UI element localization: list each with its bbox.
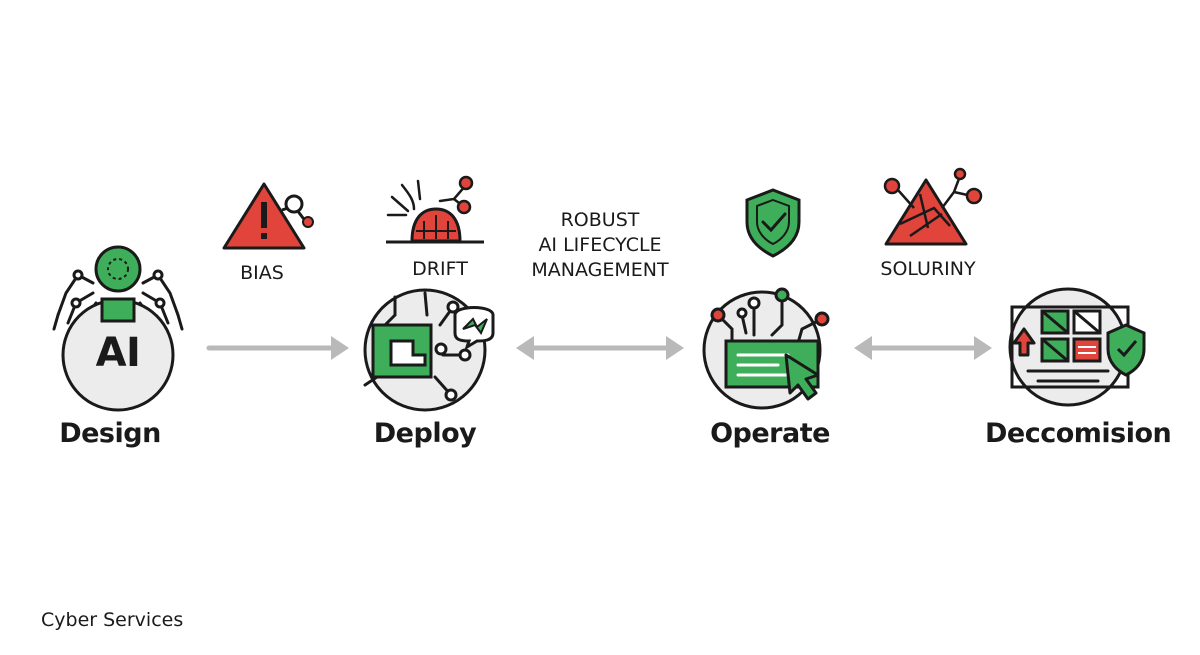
center-title-line1: ROBUST [560, 209, 640, 231]
stage-label-deploy: Deploy [373, 418, 477, 449]
center-title: ROBUST AI LIFECYCLE MANAGEMENT [500, 208, 700, 283]
warning-triangle-icon [222, 182, 314, 250]
circuit-board-icon [363, 288, 495, 412]
grid-shield-icon [1008, 287, 1146, 407]
center-title-line2: AI LIFECYCLE [538, 234, 662, 256]
broken-triangle-icon [883, 167, 983, 246]
eroding-chip-icon [386, 175, 484, 244]
stage-label-decommission: Deccomision [985, 418, 1172, 449]
arrow-design-to-deploy [206, 336, 349, 360]
ai-badge-text: AI [95, 330, 141, 376]
center-title-line3: MANAGEMENT [531, 259, 669, 281]
monitor-cursor-icon [702, 287, 830, 410]
ai-chip-icon [52, 245, 184, 412]
brand-footer: Cyber Services [41, 609, 184, 631]
shield-check-icon [745, 188, 801, 258]
risk-label-drift: DRIFT [412, 258, 468, 280]
risk-label-bias: BIAS [240, 262, 284, 284]
stage-label-design: Design [59, 418, 161, 449]
arrow-deploy-operate [516, 336, 684, 360]
risk-label-soluriny: SOLURINY [880, 258, 976, 280]
arrow-operate-decommission [854, 336, 992, 360]
stage-label-operate: Operate [710, 418, 830, 449]
